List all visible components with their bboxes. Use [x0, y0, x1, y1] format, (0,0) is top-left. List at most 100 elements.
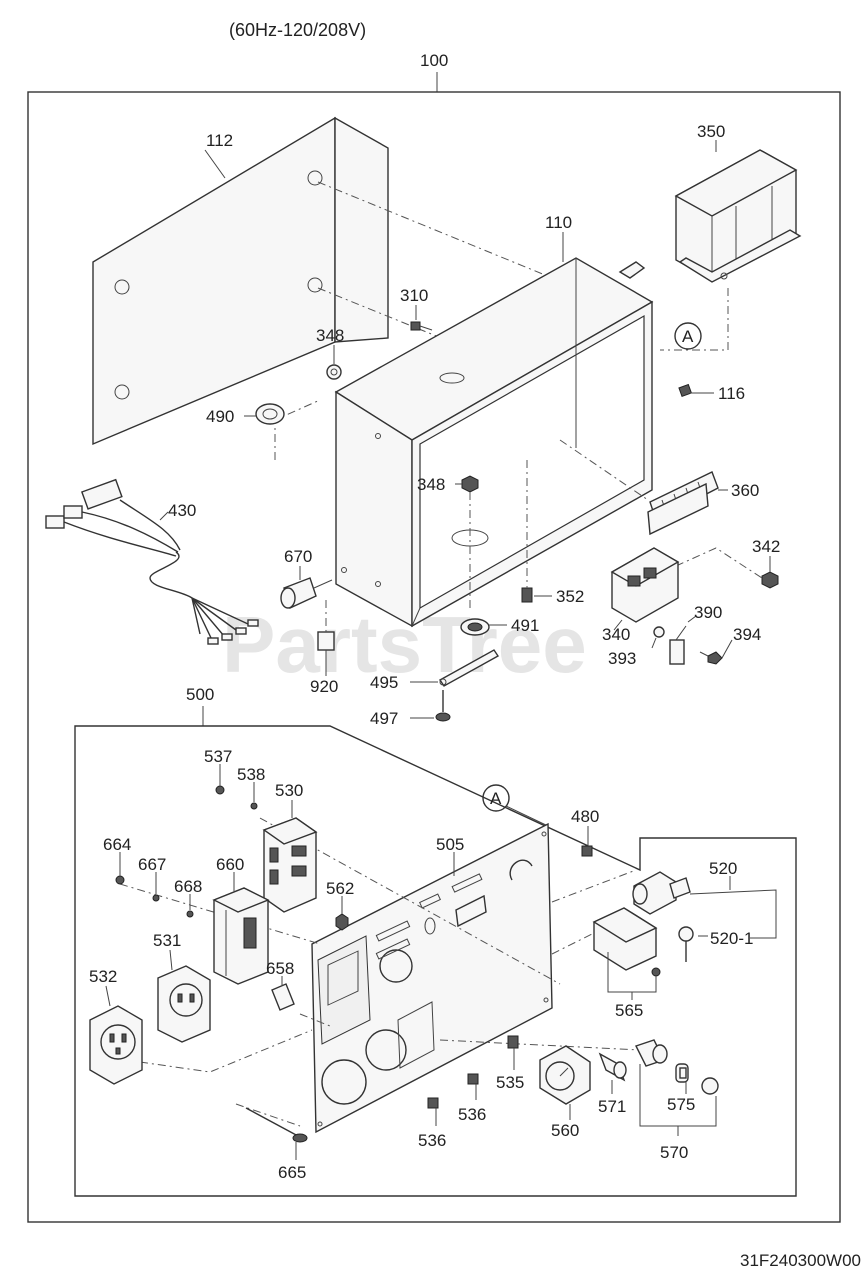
callout-536-a: 536: [458, 1105, 486, 1124]
callout-310: 310: [400, 286, 428, 305]
leader-394: [721, 639, 733, 659]
callout-531: 531: [153, 931, 181, 950]
alignment-line: [139, 1029, 313, 1073]
leader-430: [159, 511, 169, 521]
callout-352: 352: [556, 587, 584, 606]
callout-497: 497: [370, 709, 398, 728]
part-350-transformer: [674, 149, 802, 283]
callout-670: 670: [284, 547, 312, 566]
leader-520: [689, 889, 777, 939]
part-340-module: [610, 547, 680, 623]
part-565-outlet-cover: [592, 907, 661, 977]
ref-leader: [505, 805, 549, 827]
part-536-screw-b: [427, 1097, 439, 1109]
alignment-line: [119, 883, 321, 945]
callout-116: 116: [718, 384, 745, 403]
part-535-screw: [507, 1035, 519, 1049]
callout-575: 575: [667, 1095, 695, 1114]
callout-480: 480: [571, 807, 599, 826]
part-505-front-panel: [311, 822, 553, 1134]
leader-340: [613, 619, 623, 631]
callout-350: 350: [697, 122, 725, 141]
part-664-nut: [115, 875, 125, 885]
callout-342: 342: [752, 537, 780, 556]
callout-538: 538: [237, 765, 265, 784]
part-531-receptacle: [157, 965, 211, 1043]
callout-491: 491: [511, 616, 539, 635]
alignment-line: [439, 1039, 641, 1051]
part-532-receptacle: [89, 1005, 143, 1085]
part-490-grommet: [255, 403, 285, 425]
alignment-line: [299, 1013, 331, 1027]
part-667-washer: [152, 894, 160, 902]
callout-520-1: 520-1: [710, 929, 753, 948]
alignment-line: [660, 288, 729, 351]
part-538-washer: [250, 802, 258, 810]
ref-marker-a-upper-text: A: [682, 327, 694, 346]
callout-565: 565: [615, 1001, 643, 1020]
part-571-fuse-holder: [598, 1052, 627, 1082]
callout-665: 665: [278, 1163, 306, 1182]
callout-110: 110: [545, 213, 572, 232]
part-665-bolt: [245, 1107, 308, 1143]
callout-920: 920: [310, 677, 338, 696]
callout-560: 560: [551, 1121, 579, 1140]
part-668-washer: [186, 910, 194, 918]
part-112-bracket: [92, 116, 389, 446]
part-348-nut-lower: [461, 475, 479, 493]
callout-394: 394: [733, 625, 761, 644]
callout-393: 393: [608, 649, 636, 668]
callout-537: 537: [204, 747, 232, 766]
callout-348-lower: 348: [417, 475, 445, 494]
alignment-line: [551, 929, 601, 955]
callout-430: 430: [168, 501, 196, 520]
part-670-fuse-holder: [280, 577, 333, 609]
callout-536-b: 536: [418, 1131, 446, 1150]
callout-667: 667: [138, 855, 166, 874]
part-575-fuse: [679, 1067, 687, 1079]
callout-570: 570: [660, 1143, 688, 1162]
part-495-strap: [438, 649, 500, 687]
part-920-label: [317, 631, 335, 651]
drawing-code: 31F240300W00: [740, 1251, 861, 1270]
callout-562: 562: [326, 879, 354, 898]
callout-658: 658: [266, 959, 294, 978]
callout-490: 490: [206, 407, 234, 426]
callout-571: 571: [598, 1097, 626, 1116]
part-520-1-key: [678, 926, 694, 962]
part-360-terminal-block: [647, 471, 719, 536]
alignment-line: [551, 869, 637, 903]
part-110-control-box: [334, 257, 654, 628]
leader-532: [105, 985, 111, 1007]
part-658-bushing: [271, 983, 295, 1011]
part-491-grommet: [460, 618, 490, 636]
callout-530: 530: [275, 781, 303, 800]
callout-360: 360: [731, 481, 759, 500]
part-537-screw: [215, 785, 225, 795]
leader-112: [204, 149, 226, 179]
callout-500: 500: [186, 685, 214, 704]
part-520-key-switch: [632, 871, 691, 915]
part-570-fuse-set: [635, 1039, 719, 1095]
sub-assembly-frame-500: [74, 725, 797, 1197]
callout-348-upper: 348: [316, 326, 344, 345]
callout-664: 664: [103, 835, 131, 854]
part-390-capacitor: [669, 625, 687, 665]
part-348-grommet-upper: [326, 364, 342, 380]
spec-heading: (60Hz-120/208V): [229, 20, 366, 40]
alignment-line: [675, 547, 763, 579]
part-480-screw: [581, 845, 593, 857]
part-660-circuit-breaker: [212, 887, 270, 985]
part-430-wire-harness: [45, 478, 259, 645]
part-342-screw: [761, 571, 779, 589]
part-536-screw-a: [467, 1073, 479, 1085]
part-562-nut: [335, 913, 349, 931]
part-116-screw: [678, 383, 714, 398]
alignment-line: [235, 1103, 301, 1127]
callout-520: 520: [709, 859, 737, 878]
callout-112: 112: [206, 131, 233, 150]
part-560-meter: [539, 1045, 591, 1105]
part-393-washer: [653, 626, 665, 638]
alignment-line: [317, 181, 651, 319]
